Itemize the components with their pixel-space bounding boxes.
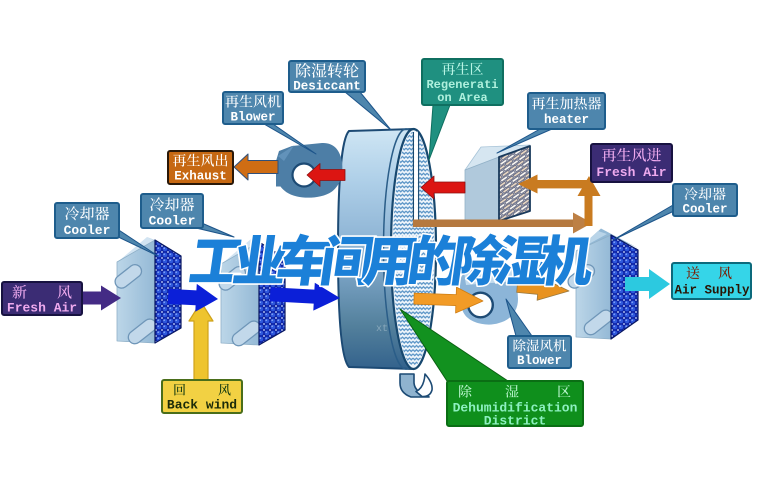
svg-text:Desiccant: Desiccant — [293, 80, 361, 94]
svg-text:Blower: Blower — [230, 111, 275, 125]
svg-text:Cooler: Cooler — [149, 214, 196, 229]
svg-text:Dehumidification: Dehumidification — [453, 401, 578, 416]
svg-text:heater: heater — [544, 113, 589, 127]
svg-text:Blower: Blower — [517, 354, 562, 368]
svg-text:Cooler: Cooler — [682, 203, 727, 217]
svg-text:Exhaust: Exhaust — [174, 170, 227, 184]
svg-text:xt: xt — [376, 324, 388, 335]
svg-text:Regenerati: Regenerati — [426, 78, 498, 92]
svg-text:District: District — [484, 414, 546, 429]
svg-text:Fresh Air: Fresh Air — [7, 301, 77, 316]
svg-text:Back wind: Back wind — [167, 398, 237, 413]
svg-text:Fresh Air: Fresh Air — [596, 165, 666, 180]
svg-text:Cooler: Cooler — [64, 223, 111, 238]
svg-text:Air Supply: Air Supply — [674, 284, 750, 298]
svg-text:on Area: on Area — [437, 91, 487, 105]
